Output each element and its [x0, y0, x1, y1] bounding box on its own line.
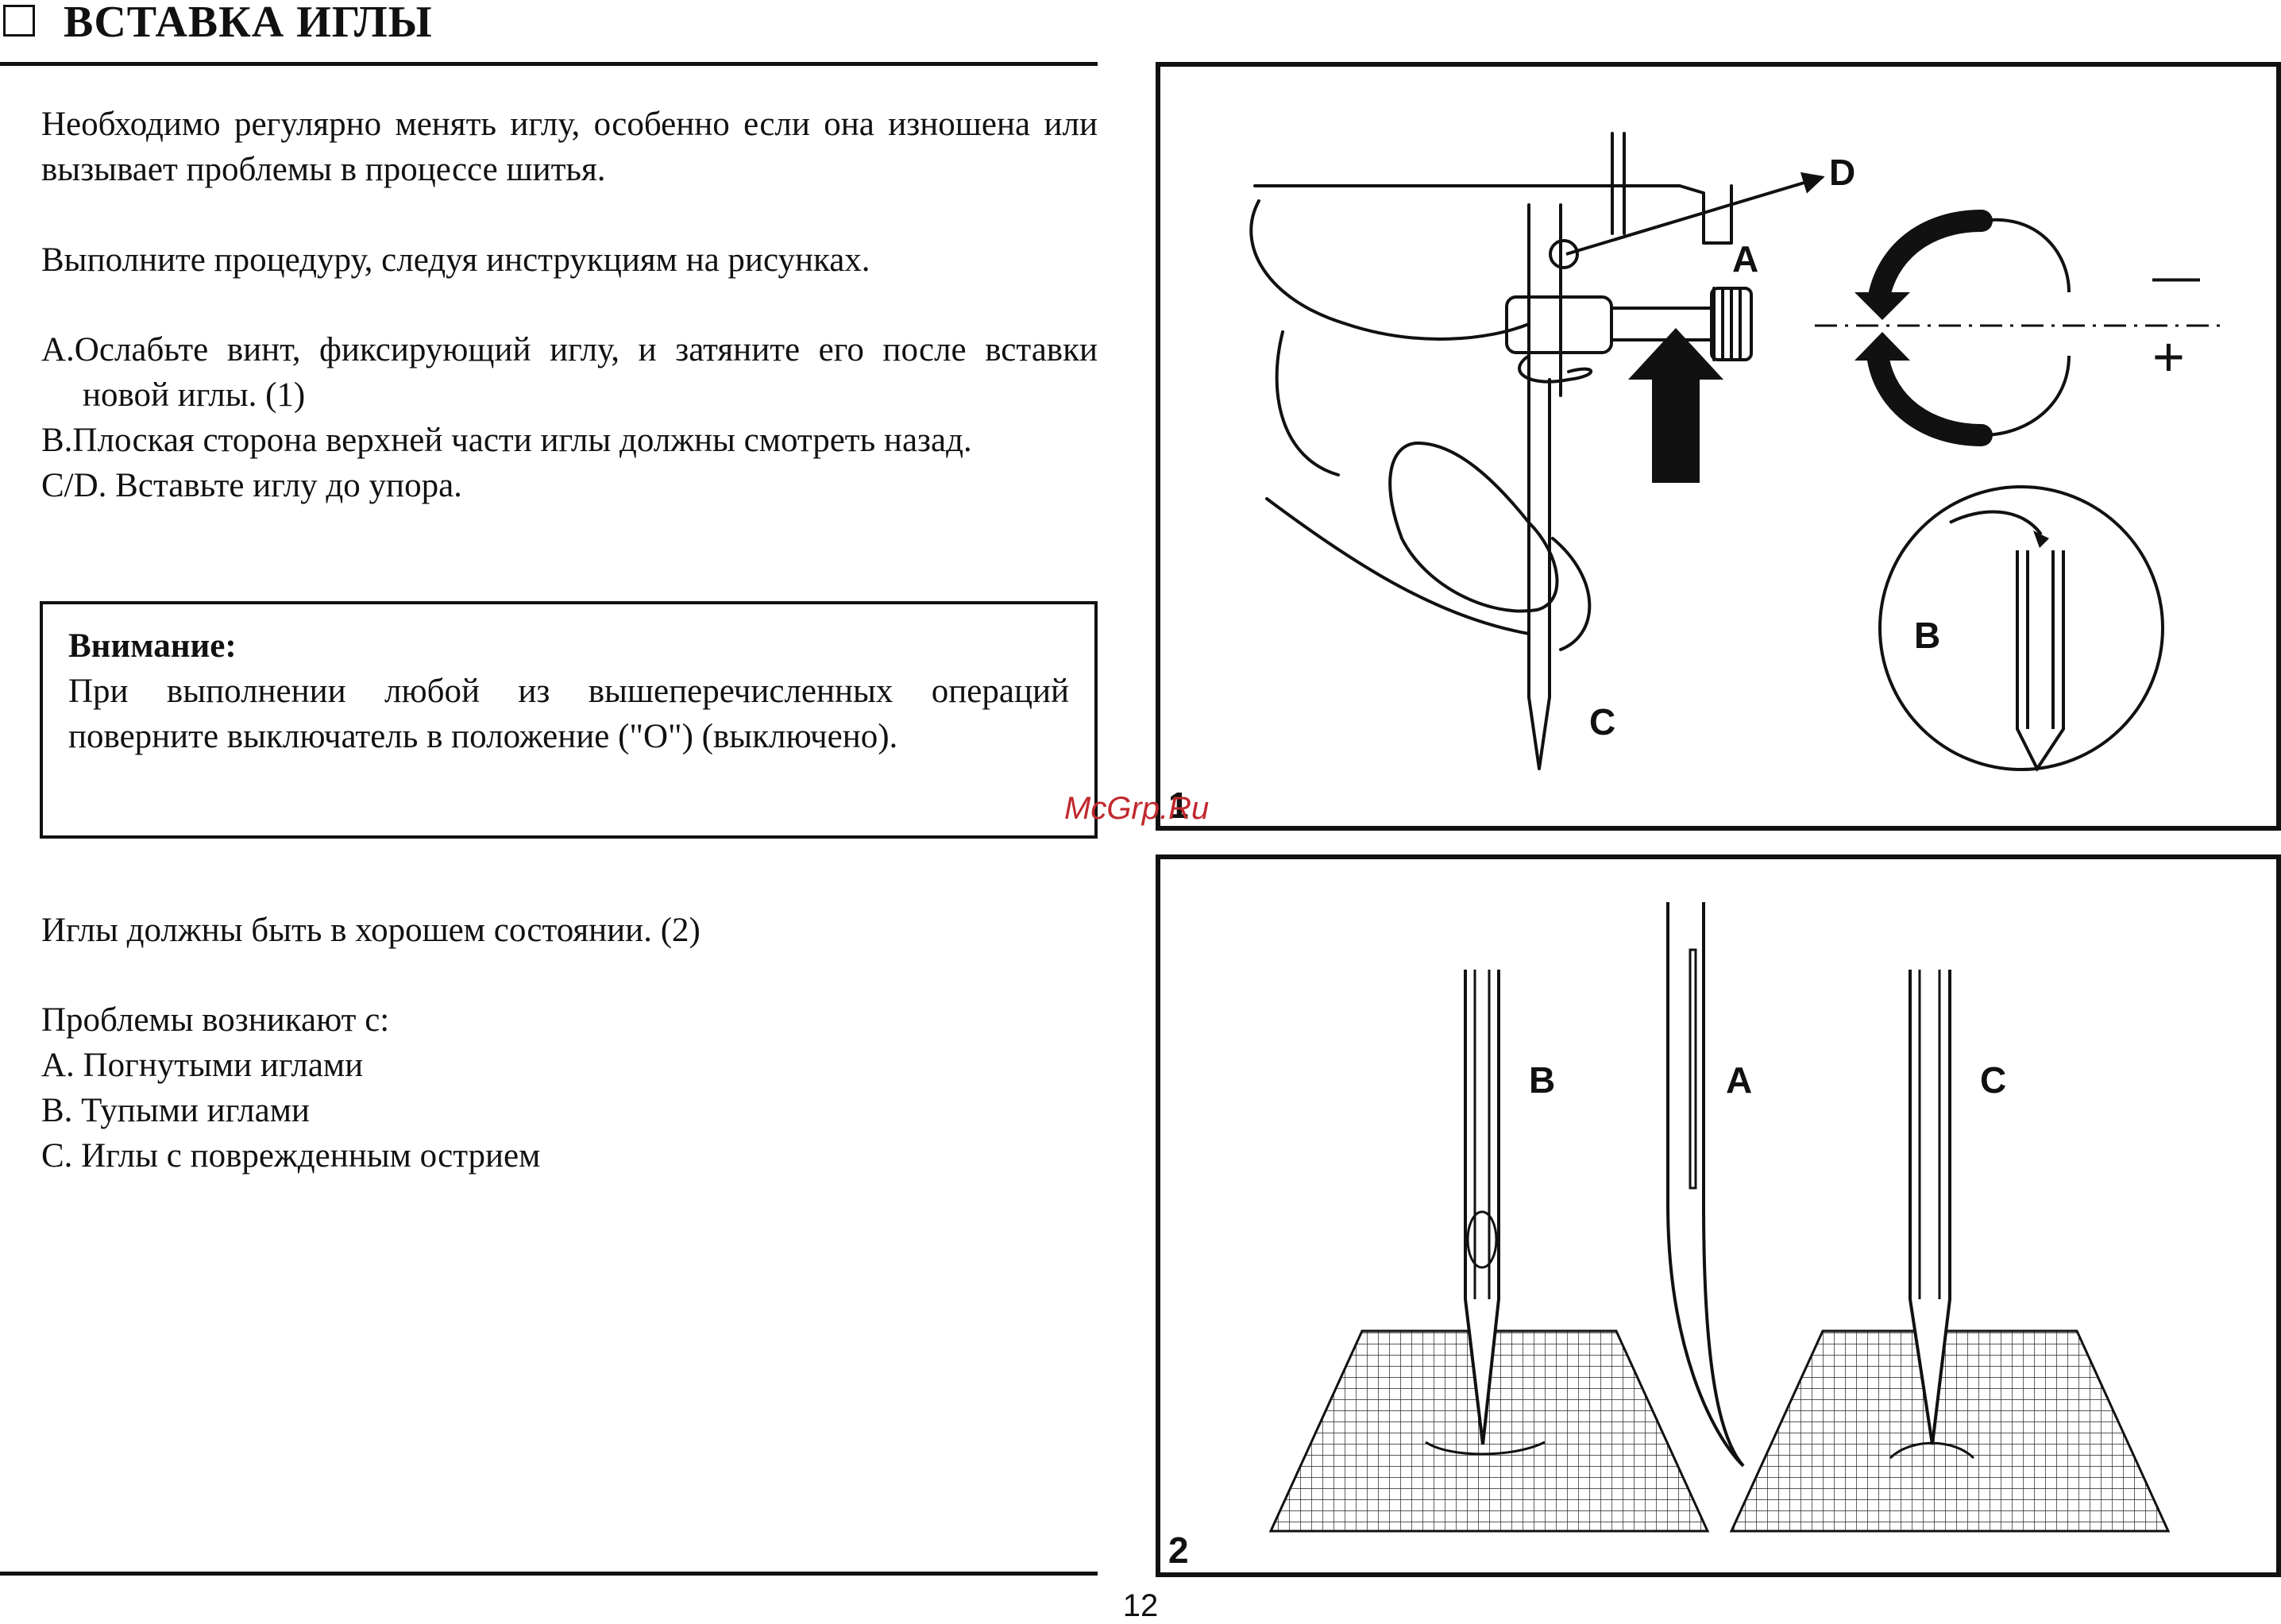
figure-1-number: 1 — [1168, 785, 1189, 826]
figure-2-number: 2 — [1168, 1529, 1189, 1571]
presser-foot-illustration — [1249, 132, 1753, 770]
intro-paragraph: Необходимо регулярно менять иглу, особен… — [41, 106, 1098, 188]
label-c: C — [1589, 701, 1615, 743]
warning-box: Внимание: При выполнении любой из вышепе… — [40, 601, 1098, 839]
problem-c: C. Иглы с поврежденным острием — [41, 1137, 541, 1175]
steps-list: A.Ослабьте винт, фиксирующий иглу, и зат… — [41, 327, 1098, 508]
title-checkbox — [3, 5, 35, 37]
plus-sign: + — [2152, 326, 2185, 388]
minus-sign: — — [2152, 249, 2200, 303]
label-d-pointer — [1565, 172, 1825, 256]
page-number: 12 — [1122, 1588, 1159, 1623]
problem-b: B. Тупыми иглами — [41, 1092, 310, 1129]
problems-heading: Проблемы возникают с: — [41, 1001, 390, 1039]
figure-1-needle-insertion: D A C — + B 1 — [1156, 62, 2281, 831]
needle-detail-inset — [1878, 485, 2164, 772]
needle-label-b: B — [1529, 1059, 1555, 1101]
problem-a: A. Погнутыми иглами — [41, 1047, 364, 1084]
watermark: McGrp.Ru — [1064, 791, 1210, 826]
intro-instruction: Выполните процедуру, следуя инструкциям … — [41, 241, 870, 279]
page-title: ВСТАВКА ИГЛЫ — [64, 0, 433, 47]
label-a: A — [1732, 238, 1758, 280]
fabric-grid-right — [1729, 1329, 2171, 1533]
needle-label-c: C — [1980, 1059, 2006, 1101]
problems-list: Проблемы возникают с: A. Погнутыми иглам… — [41, 997, 1098, 1178]
step-b: B.Плоская сторона верхней части иглы дол… — [41, 422, 972, 459]
step-cd: C/D. Вставьте иглу до упора. — [41, 467, 462, 504]
figure-2-needle-condition: B A C 2 — [1156, 854, 2281, 1577]
bottom-divider — [0, 1572, 1098, 1576]
warning-title: Внимание: — [68, 627, 237, 665]
insert-up-arrow — [1628, 328, 1723, 483]
fabric-grid-left — [1268, 1329, 1710, 1533]
needle-clamp-hole — [1549, 239, 1579, 269]
step-a: A.Ослабьте винт, фиксирующий иглу, и зат… — [41, 331, 1098, 414]
needle-label-a: A — [1726, 1059, 1752, 1101]
warning-text: При выполнении любой из вышеперечисленны… — [68, 673, 1069, 755]
straight-needle-a — [1666, 902, 1745, 1468]
top-divider — [0, 62, 1098, 66]
label-b: B — [1914, 615, 1940, 656]
label-d: D — [1829, 152, 1855, 193]
rotation-direction-icon — [1815, 210, 2220, 446]
condition-paragraph: Иглы должны быть в хорошем состоянии. (2… — [41, 912, 701, 949]
